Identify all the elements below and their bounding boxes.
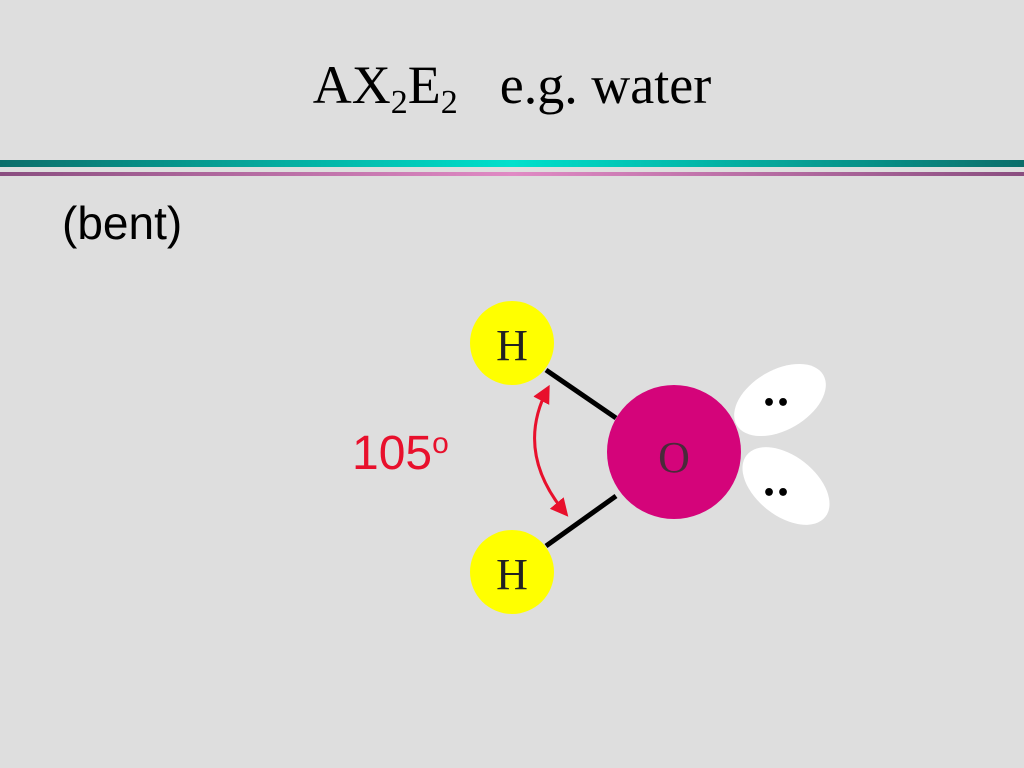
bond-top [544,367,618,421]
bond-angle-value: 105 [352,427,433,480]
lone-pair-dots-bottom: •• [762,481,790,506]
lone-pair-lobe-top [734,363,826,437]
title-tail: e.g. water [499,55,712,115]
bond-angle-arrow [533,384,569,517]
geometry-label: (bent) [62,197,183,249]
hydrogen-top-label: H [496,321,528,370]
bond-angle-unit: o [432,427,449,460]
bond-angle-label: 105o [352,427,449,480]
hydrogen-atom-bottom [470,530,554,614]
bond-bottom [544,493,618,549]
oxygen-atom [607,385,741,519]
divider-pink-line [0,172,1024,176]
lone-pair-lobe-bottom [742,447,830,525]
title-subscript-2: 2 [440,84,458,121]
hydrogen-bottom-label: H [496,550,528,599]
divider-teal-line [0,160,1024,167]
title-mid: E [407,55,441,115]
oxygen-label: O [658,433,690,482]
lone-pair-dots-top: •• [762,391,790,416]
title-divider [0,160,1024,176]
title-main: AX [312,55,391,115]
title-subscript-1: 2 [390,84,408,121]
hydrogen-atom-top [470,301,554,385]
